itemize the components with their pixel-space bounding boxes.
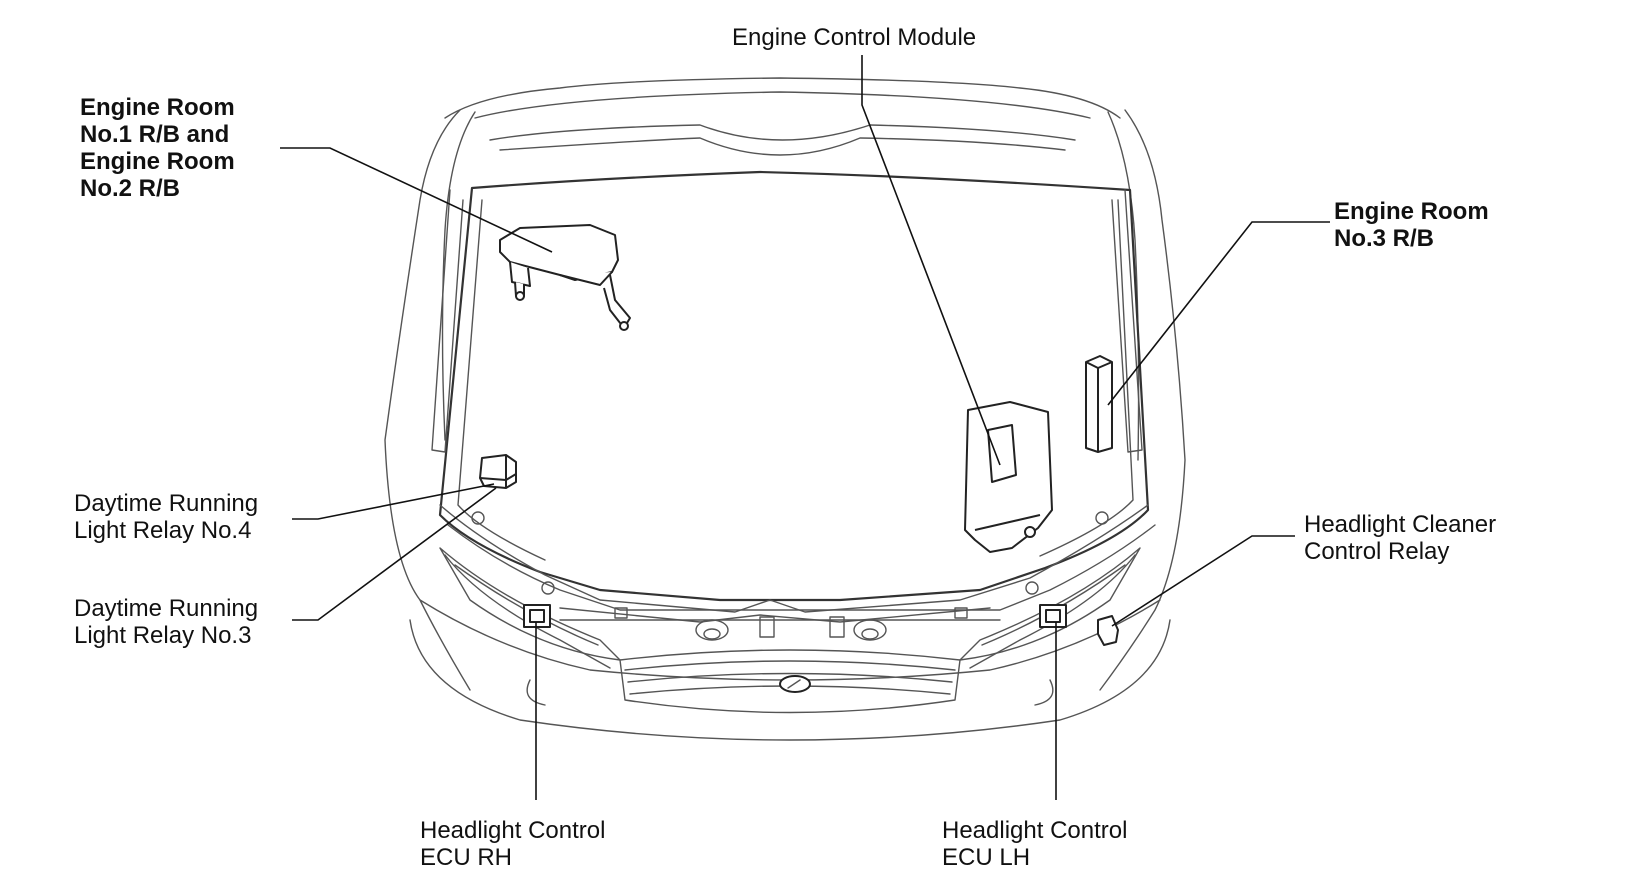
engine-room-no1-no2-relay-block — [499, 224, 631, 331]
leader-headlight-cleaner — [1111, 535, 1295, 627]
label-line: Engine Room — [80, 94, 235, 121]
label-line: Control Relay — [1304, 538, 1450, 565]
engine-room-no3-relay-block — [1085, 355, 1113, 453]
front-bumper-lower — [409, 619, 1171, 741]
label-engine-room-no3-rb: Engine Room No.3 R/B — [1334, 198, 1489, 252]
label-line: No.1 R/B and — [80, 121, 230, 148]
radiator-support — [439, 504, 1149, 613]
engine-bay-outline — [438, 170, 1150, 602]
engine-control-module-box — [964, 401, 1053, 553]
label-line: ECU RH — [420, 844, 513, 871]
windshield-edge — [474, 91, 1091, 119]
front-crossbar — [559, 607, 991, 623]
drl-relays — [479, 454, 517, 489]
label-engine-room-no1-no2-rb: Engine Room No.1 R/B and Engine Room No.… — [80, 94, 235, 202]
leader-lines — [280, 55, 1330, 800]
label-line: No.2 R/B — [80, 175, 181, 202]
label-line: Daytime Running — [74, 595, 259, 622]
headlight-ecu-rh — [523, 604, 551, 628]
label-line: Engine Room — [80, 148, 235, 175]
grille — [619, 649, 961, 714]
label-line: Headlight Cleaner — [1304, 511, 1497, 538]
label-headlight-cleaner-relay: Headlight Cleaner Control Relay — [1304, 511, 1496, 565]
right-headlight — [959, 547, 1141, 661]
label-line: Engine Room — [1334, 198, 1489, 225]
label-drl-relay-no4: Daytime Running Light Relay No.4 — [74, 490, 258, 544]
label-line: Headlight Control — [942, 817, 1128, 844]
label-line: ECU LH — [942, 844, 1031, 871]
leader-drl-no4 — [292, 483, 495, 520]
label-line: Daytime Running — [74, 490, 259, 517]
label-line: Light Relay No.3 — [74, 622, 252, 649]
left-headlight — [439, 547, 621, 661]
label-line: Light Relay No.4 — [74, 517, 252, 544]
left-fender — [384, 109, 471, 691]
label-line: Engine Control Module — [732, 24, 977, 51]
leader-engine-room-no3 — [1107, 221, 1330, 406]
leader-engine-room-no1-no2 — [280, 147, 553, 253]
label-headlight-ecu-lh: Headlight Control ECU LH — [942, 817, 1127, 871]
headlight-cleaner-relay — [1097, 615, 1119, 646]
hood-outer-outline — [444, 77, 1121, 119]
leader-engine-control-module — [861, 55, 1001, 466]
label-line: No.3 R/B — [1334, 225, 1435, 252]
headlight-ecu-lh — [1039, 604, 1067, 628]
label-engine-control-module: Engine Control Module — [732, 24, 976, 51]
label-line: Headlight Control — [420, 817, 606, 844]
right-fender — [1099, 109, 1186, 691]
label-headlight-ecu-rh: Headlight Control ECU RH — [420, 817, 605, 871]
leader-drl-no3 — [292, 487, 497, 621]
label-drl-relay-no3: Daytime Running Light Relay No.3 — [74, 595, 258, 649]
hood-inner-lip — [489, 124, 1076, 141]
